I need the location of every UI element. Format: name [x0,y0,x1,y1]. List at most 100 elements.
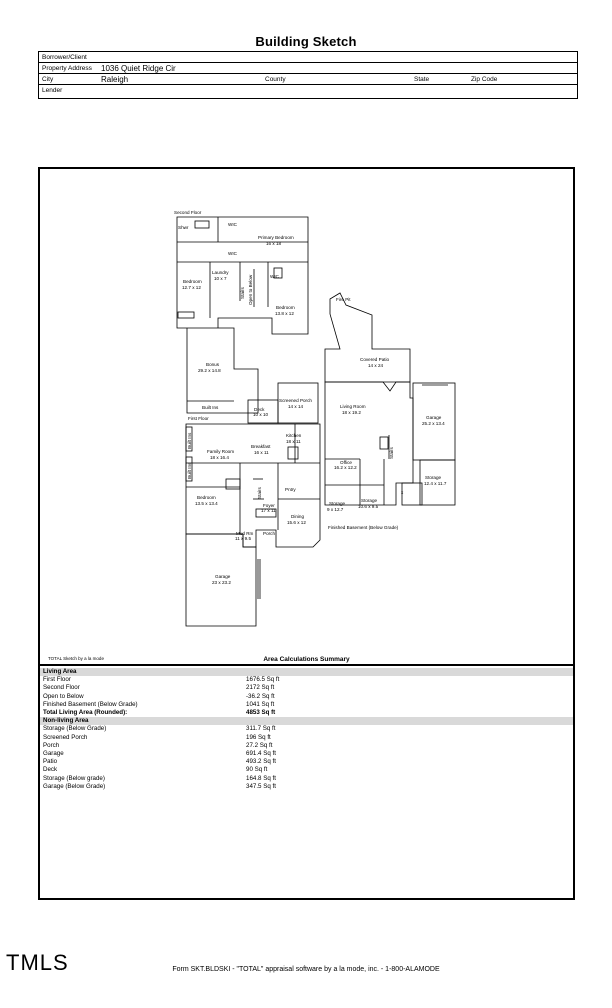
second-floor-outline [176,216,309,414]
property-header: Borrower/Client Property Address 1036 Qu… [38,51,578,99]
table-row: Storage (Below Grade) 311.7 Sq ft [40,725,573,733]
label-built-ins-left-2: Built Ins [187,462,192,479]
area-value: 27.2 Sq ft [246,741,273,749]
address-label: Property Address [42,65,92,72]
label-deck-dim: 10 x 10 [253,412,269,417]
label-storage-a: Storage [329,501,346,506]
area-table: Living Area First Floor 1676.5 Sq ft Sec… [40,668,573,791]
county-label: County [265,76,286,83]
label-stairs-up: Stairs [240,287,245,299]
area-name: Open to Below [43,692,84,700]
label-kitchen: Kitchen [286,433,302,438]
label-bonus: Bonus [206,362,220,367]
living-area-heading-row: Living Area [40,668,573,677]
label-wic-3: WIC [270,274,280,279]
label-covered-patio: Covered Patio [360,357,390,362]
table-row: Garage 691.4 Sq ft [40,750,573,758]
non-living-heading: Non-living Area [40,717,573,726]
label-stairs-basement: Stairs [389,447,394,459]
address-row: Property Address 1036 Quiet Ridge Cir [39,63,577,74]
area-value: 691.4 Sq ft [246,750,276,758]
city-label: City [42,76,54,83]
area-name: Garage (Below Grade) [43,782,106,790]
tmls-logo: TMLS [6,950,69,975]
area-name: Screened Porch [43,733,88,741]
area-value: 196 Sq ft [246,733,271,741]
total-living-row: Total Living Area (Rounded): 4853 Sq ft [40,709,573,717]
area-value: -36.2 Sq ft [246,692,275,700]
sketch-frame: Second Floor Shwr WIC WIC WIC Primary Be… [38,167,575,900]
label-porch: Porch [263,531,275,536]
total-living-name: Total Living Area (Rounded): [43,709,128,717]
label-storage-a-dim: 9 x 12.7 [327,507,344,512]
total-living-value: 4853 Sq ft [246,709,276,717]
label-office: Office [340,460,352,465]
form-footer: Form SKT.BLDSKI - "TOTAL" appraisal soft… [172,966,440,973]
area-name: Storage (Below Grade) [43,725,107,733]
label-bonus-dim: 29.2 x 14.8 [198,368,221,373]
area-value: 164.8 Sq ft [246,774,276,782]
area-name: Deck [43,766,58,774]
label-family-room-dim: 18 x 16.4 [210,455,229,460]
label-family-room: Family Room [207,449,234,454]
label-wic-2: WIC [228,251,238,256]
basement-outline [324,381,414,506]
label-bedroom-a: Bedroom [183,279,202,284]
label-primary-bedroom-dim: 16 x 18 [266,241,282,246]
label-stairs-first: Stairs [257,487,262,499]
label-deck: Deck [254,407,265,412]
area-name: Finished Basement (Below Grade) [43,700,138,708]
state-label: State [414,76,430,83]
label-living-room: Living Room [340,404,366,409]
label-garage-main: Garage [215,574,231,579]
page-title: Building Sketch [255,34,357,49]
area-value: 311.7 Sq ft [246,725,276,733]
storage-c-outline [419,459,456,506]
address-value: 1036 Quiet Ridge Cir [101,64,176,73]
label-garage-basement: Garage [426,415,442,420]
label-open-below: Open to Below [248,274,253,305]
label-fire-pit: Fire Pit [336,297,351,302]
area-summary-title: Area Calculations Summary [263,656,350,663]
label-dining-dim: 15.6 x 12 [287,520,306,525]
city-row: City Raleigh County State Zip Code [39,74,577,85]
area-name: First Floor [43,676,71,684]
non-living-heading-row: Non-living Area [40,717,573,726]
zip-label: Zip Code [471,76,498,83]
area-name: Garage [43,750,64,758]
garage-main-outline [185,533,257,627]
table-row: Second Floor 2172 Sq ft [40,684,573,692]
label-dining: Dining [291,514,304,519]
label-storage-c-dim: 12.4 x 11.7 [424,481,447,486]
label-built-ins-left-1: Built Ins [187,432,192,449]
label-screened-porch: Screened Porch [279,398,312,403]
label-bedroom-c: Bedroom [197,495,216,500]
label-living-room-dim: 18 x 19.2 [342,410,361,415]
label-mud-rm: Mud Rm [236,531,254,536]
area-value: 347.5 Sq ft [246,782,276,790]
label-breakfast-dim: 16 x 11 [254,450,269,455]
patio-outline [324,292,411,392]
label-pntry: Pntry [285,487,296,492]
floor-plan: Second Floor Shwr WIC WIC WIC Primary Be… [174,210,456,627]
label-mud-rm-dim: 11 x 9.5 [235,536,251,541]
section-divider [40,664,573,666]
borrower-row: Borrower/Client [39,52,577,63]
label-bedroom-c-dim: 13.5 x 13.4 [195,501,218,506]
table-row: Deck 90 Sq ft [40,766,573,774]
living-area-heading: Living Area [40,668,573,677]
label-bedroom-b: Bedroom [276,305,295,310]
label-x-mark: x [401,490,404,495]
label-foyer: Foyer [263,503,275,508]
table-row: Patio 493.2 Sq ft [40,758,573,766]
label-breakfast: Breakfast [251,444,271,449]
table-row: Open to Below -36.2 Sq ft [40,693,573,701]
area-name: Patio [43,758,58,766]
label-primary-bedroom: Primary Bedroom [258,235,294,240]
area-value: 1676.5 Sq ft [246,676,280,684]
sketch-credit: TOTAL Sketch by a la mode [48,656,104,661]
table-row: First Floor 1676.5 Sq ft [40,676,573,684]
lender-row: Lender [39,85,577,96]
label-second-floor: Second Floor [174,210,202,215]
label-screened-porch-dim: 14 x 14 [288,404,304,409]
